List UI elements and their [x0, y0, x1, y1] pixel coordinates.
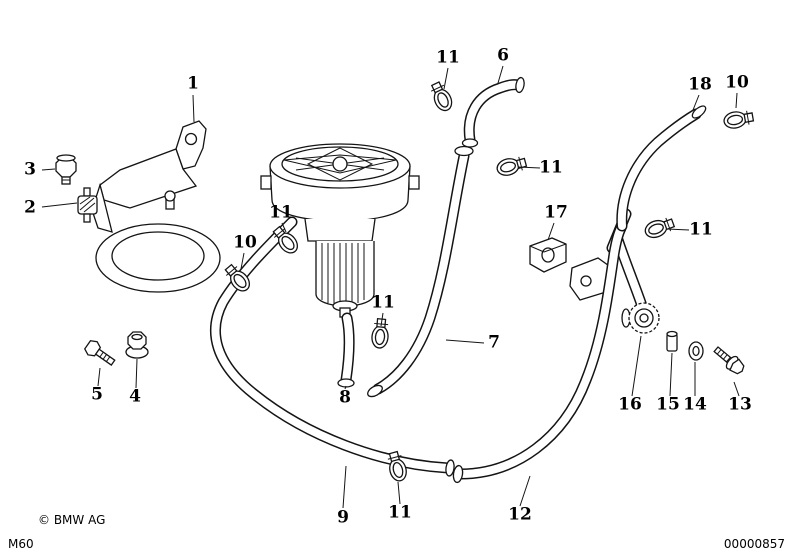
screw-13-drawing	[713, 346, 745, 375]
washer-14-drawing	[688, 341, 704, 361]
connector-17-drawing	[529, 237, 567, 273]
callout-3: 3	[24, 159, 36, 180]
copyright-text: © BMW AG	[38, 513, 106, 527]
callout-2: 2	[24, 197, 36, 218]
callout-17: 17	[544, 202, 568, 223]
callout-10: 10	[233, 232, 257, 253]
sleeve-15-drawing	[666, 330, 678, 352]
callout-4: 4	[129, 386, 141, 407]
callout-7: 7	[488, 332, 500, 353]
callout-12: 12	[508, 504, 532, 525]
callout-15: 15	[656, 394, 680, 415]
callout-16: 16	[618, 394, 642, 415]
callout-11: 11	[269, 202, 293, 223]
callout-11: 11	[436, 47, 460, 68]
rubber-mount-drawing	[77, 187, 98, 223]
leader-lines	[41, 65, 740, 509]
callout-6: 6	[497, 45, 509, 66]
callout-14: 14	[683, 394, 707, 415]
callout-11: 11	[388, 502, 412, 523]
mounting-bracket-drawing	[91, 120, 221, 293]
callout-11: 11	[371, 292, 395, 313]
hose-6-drawing	[461, 76, 525, 148]
hose-18-drawing	[616, 105, 707, 232]
callout-13: 13	[728, 394, 752, 415]
washer-nut-drawing	[125, 331, 149, 359]
hose-8-drawing	[337, 312, 355, 388]
callout-18: 18	[688, 74, 712, 95]
model-code-label: M60	[8, 537, 34, 551]
callout-1: 1	[187, 73, 199, 94]
callout-5: 5	[91, 384, 103, 405]
hose-12-drawing	[452, 222, 627, 484]
doc-number-label: 00000857	[723, 537, 785, 551]
hose-7-drawing	[367, 145, 474, 398]
callout-8: 8	[339, 387, 351, 408]
valve-16-drawing	[621, 302, 660, 334]
callout-11: 11	[539, 157, 563, 178]
callout-9: 9	[337, 507, 349, 528]
air-pump-drawing	[260, 143, 420, 318]
bolt-drawing	[83, 340, 116, 366]
hose-9-drawing	[210, 216, 455, 477]
callout-11: 11	[689, 219, 713, 240]
nut-drawing	[55, 154, 77, 185]
callout-10: 10	[725, 72, 749, 93]
